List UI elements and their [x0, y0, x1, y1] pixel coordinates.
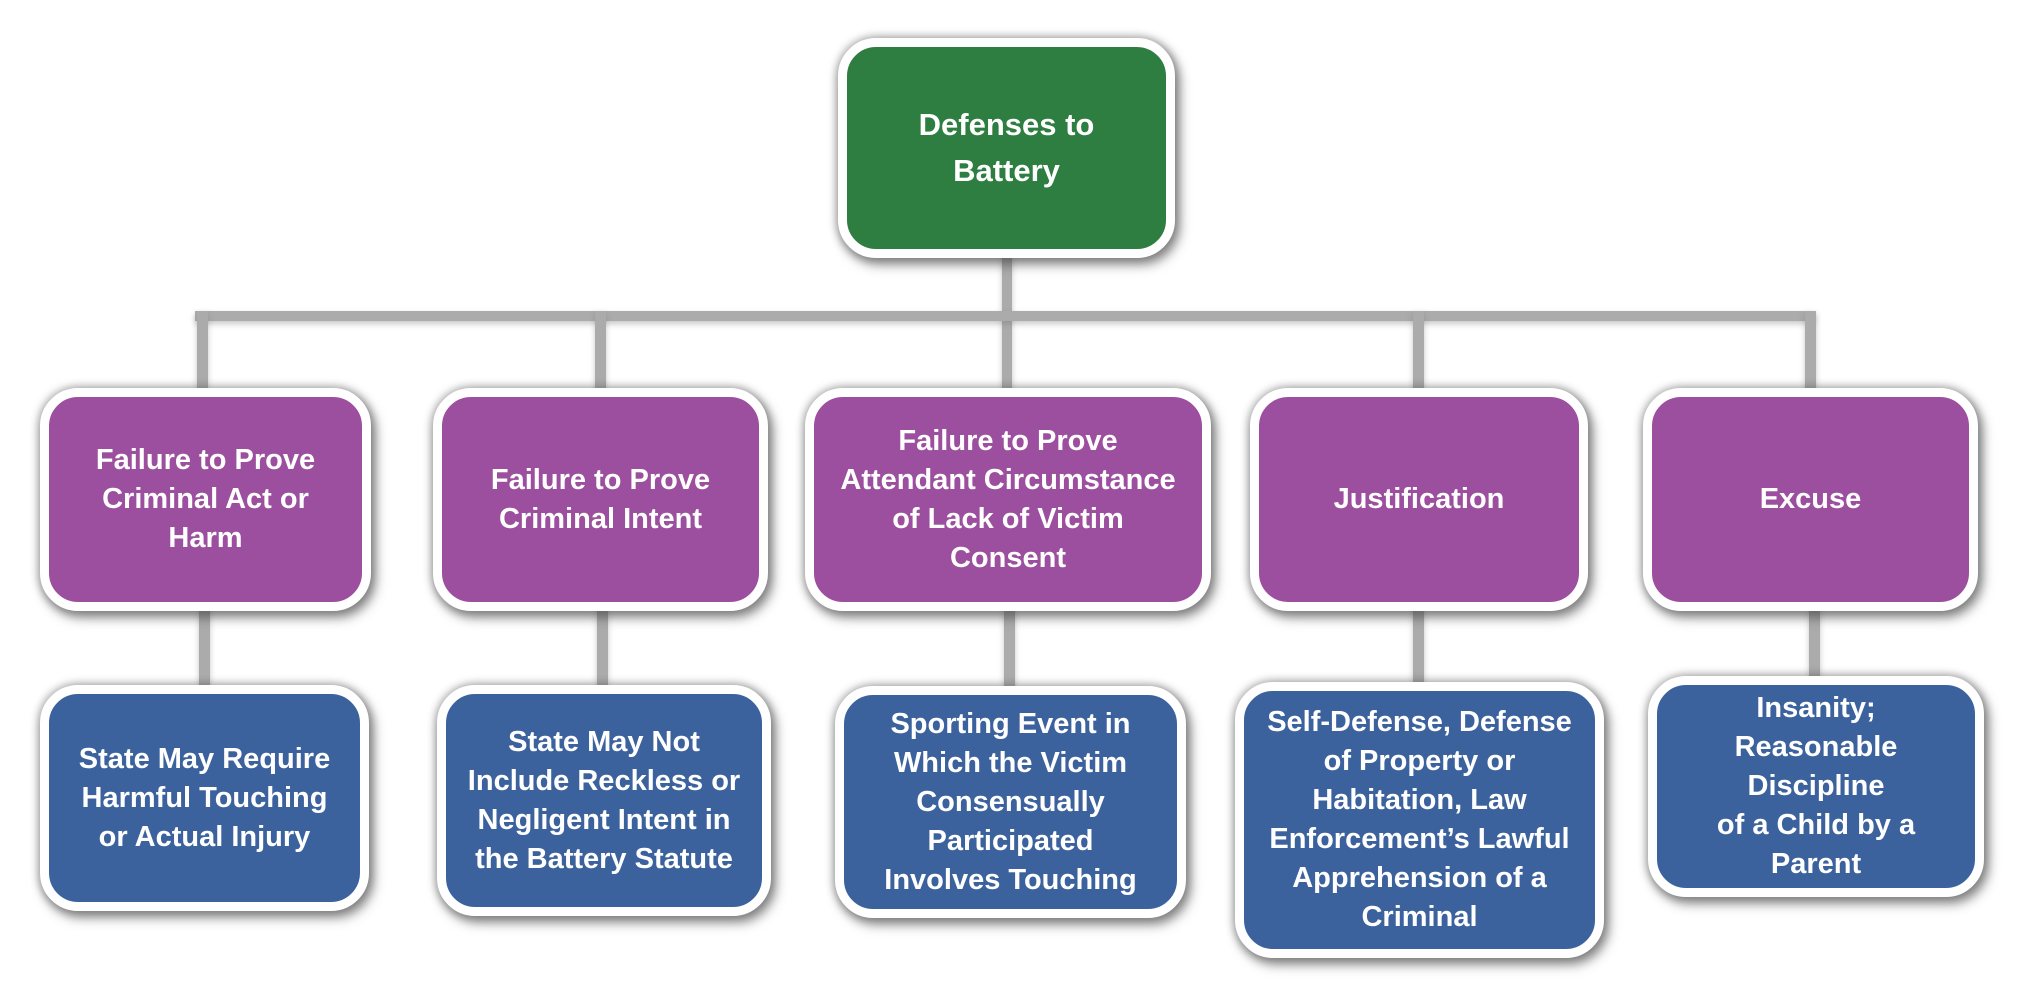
node-harmful-touching-or-injury: State May Require Harmful Touching or Ac…: [40, 685, 369, 911]
connector-drop-defense-1: [197, 311, 208, 396]
node-self-defense-justifications: Self-Defense, Defense of Property or Hab…: [1235, 682, 1604, 958]
connector-stub-detail-3: [1004, 600, 1015, 695]
node-excuse: Excuse: [1643, 388, 1978, 611]
connector-stub-detail-5: [1809, 600, 1820, 688]
connector-drop-defense-4: [1413, 311, 1424, 396]
node-sporting-event-consent: Sporting Event in Which the Victim Conse…: [835, 686, 1186, 918]
connector-main-horizontal: [195, 311, 1815, 321]
connector-drop-defense-2: [595, 311, 606, 396]
node-defenses-to-battery: Defenses to Battery: [838, 38, 1175, 258]
node-failure-attendant-circumstance: Failure to Prove Attendant Circumstance …: [805, 388, 1211, 611]
node-failure-criminal-act-or-harm: Failure to Prove Criminal Act or Harm: [40, 388, 371, 611]
node-reckless-negligent-intent: State May Not Include Reckless or Neglig…: [437, 685, 771, 916]
node-insanity-discipline: Insanity; Reasonable Discipline of a Chi…: [1648, 676, 1984, 897]
node-failure-criminal-intent: Failure to Prove Criminal Intent: [433, 388, 768, 611]
connector-stub-detail-1: [199, 600, 210, 695]
connector-stub-detail-2: [597, 600, 608, 695]
connector-drop-defense-5: [1805, 311, 1816, 396]
node-justification: Justification: [1250, 388, 1588, 611]
connector-stub-detail-4: [1413, 600, 1424, 695]
